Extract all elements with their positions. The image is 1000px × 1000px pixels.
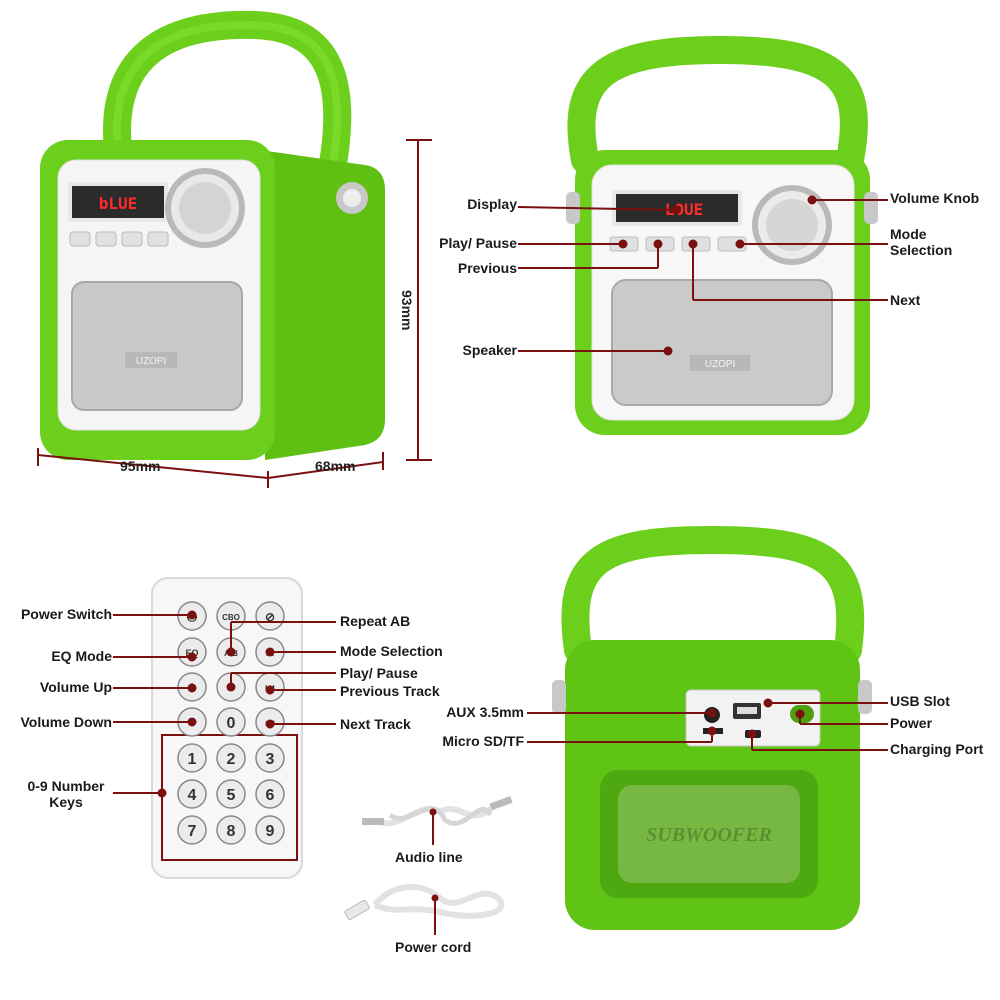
label-usb-slot: USB Slot	[890, 693, 950, 709]
key-5: 5	[227, 787, 236, 804]
subwoofer-text: SUBWOOFER	[646, 824, 772, 846]
key-8: 8	[227, 823, 236, 840]
label-play-pause: Play/ Pause	[439, 235, 517, 251]
audio-cable-image	[362, 796, 513, 827]
label-volume-up: Volume Up	[39, 679, 112, 695]
label-power-switch: Power Switch	[20, 606, 112, 622]
key-4: 4	[188, 787, 197, 804]
key-6: 6	[266, 787, 275, 804]
label-number-keys: 0-9 Number Keys	[27, 778, 105, 810]
label-micro-sd: Micro SD/TF	[442, 733, 524, 749]
key-1: 1	[188, 751, 197, 768]
label-audio-line: Audio line	[395, 849, 463, 865]
power-cord-image	[344, 883, 505, 921]
label-volume-down: Volume Down	[20, 714, 112, 730]
label-previous-track: Previous Track	[340, 683, 440, 699]
left-display-text: bLUE	[99, 194, 138, 213]
left-brand: UZOPI	[136, 356, 167, 367]
label-display: Display	[467, 196, 517, 212]
key-3: 3	[266, 751, 275, 768]
key-2: 2	[227, 751, 236, 768]
key-cbo: CBO	[222, 613, 240, 622]
label-eq-mode: EQ Mode	[51, 648, 112, 664]
depth-dimension: 68mm	[315, 458, 356, 474]
label-previous: Previous	[457, 260, 517, 276]
label-volume-knob: Volume Knob	[890, 190, 980, 206]
label-charging-port: Charging Port	[890, 741, 984, 757]
label-mode-selection: Mode Selection	[890, 226, 953, 258]
right-display-text: LOUE	[665, 200, 704, 219]
label-next: Next	[890, 292, 921, 308]
svg-text:⊘: ⊘	[265, 610, 275, 624]
label-next-track: Next Track	[340, 716, 411, 732]
width-dimension: 95mm	[120, 458, 161, 474]
key-7: 7	[188, 823, 197, 840]
label-power-cord: Power cord	[395, 939, 472, 955]
label-aux: AUX 3.5mm	[446, 704, 524, 720]
label-remote-play-pause: Play/ Pause	[340, 665, 418, 681]
key-9: 9	[266, 823, 275, 840]
label-repeat-ab: Repeat AB	[340, 613, 411, 629]
label-speaker: Speaker	[462, 342, 517, 358]
label-remote-mode-selection: Mode Selection	[340, 643, 443, 659]
right-brand: UZOPI	[705, 359, 736, 370]
key-0: 0	[227, 715, 236, 732]
label-power: Power	[890, 715, 933, 731]
